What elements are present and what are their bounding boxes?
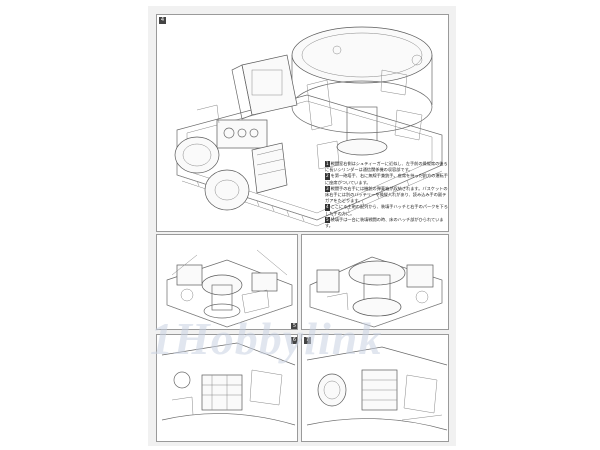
caption-marker: 3 <box>325 185 330 193</box>
illustration-panel-bottom-right: 7 <box>301 334 449 442</box>
caption-marker: 2 <box>325 173 330 180</box>
illustration-panel-middle-right <box>301 234 449 330</box>
caption-text: 装填手は一台に装填戦闘の時、床のハッチ部がひられています。 <box>325 216 444 229</box>
interior-sketch <box>166 249 293 328</box>
illustration-panel-bottom-left: 6 <box>156 334 298 442</box>
caption-text: を第一砲塔手、右に無線手兼銃手。座席を持った前方の運転手に座席がついています。 <box>325 173 448 185</box>
panel-number: 5 <box>291 323 297 329</box>
caption-text: 戦闘室右側はシュティーガーに近似し、左手前の操縦席の後ろに長いシリンダーは通信関… <box>325 161 448 173</box>
interior-sketch <box>306 346 448 431</box>
panel-number: 4 <box>159 17 166 24</box>
panel-number: 7 <box>304 337 311 344</box>
caption-marker: 5 <box>325 216 330 224</box>
interior-sketch <box>161 342 296 426</box>
document-page: 4 <box>148 6 456 446</box>
caption-marker: 4 <box>325 204 330 211</box>
illustration-panel-middle-left: 5 <box>156 234 298 330</box>
illustration-panel-top: 4 <box>156 14 449 232</box>
panel-number: 6 <box>291 337 297 344</box>
caption-text: 戦闘手の右手には機銃の弾薬箱が収納されます。バスケットの床右手には別のバッテリー… <box>325 185 448 204</box>
tank-interior-cutaway-drawing <box>174 26 443 227</box>
caption-marker: 1 <box>325 161 330 168</box>
interior-sketch <box>309 256 443 328</box>
caption-text: ここにる主砲の配列から、装填手ハッチと右手のパークを下ろした手の方に。 <box>325 204 448 216</box>
